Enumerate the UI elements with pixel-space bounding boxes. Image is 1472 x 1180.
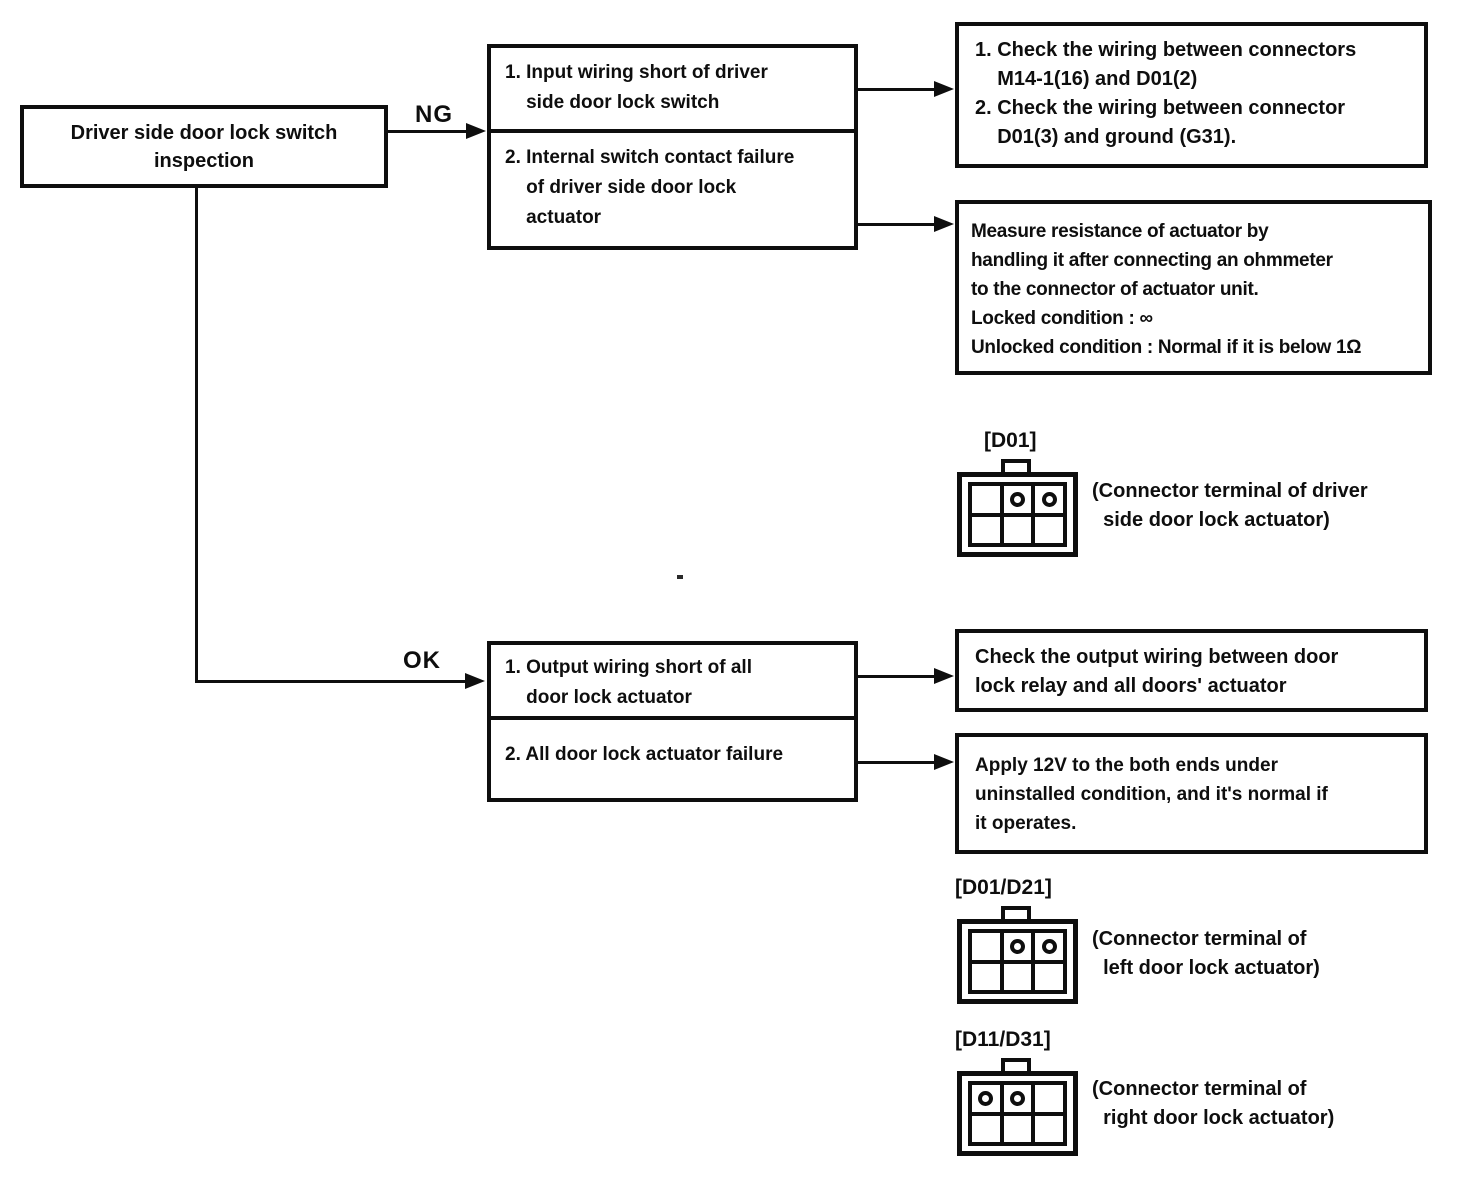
ng-causes-box: 1. Input wiring short of driver side doo…: [487, 44, 858, 250]
terminal-pin-icon: [978, 1090, 994, 1106]
connector-cell: [1033, 484, 1065, 515]
connector-body: [957, 1071, 1078, 1156]
connector-cell: [1001, 1113, 1034, 1144]
terminal-pin-icon: [1009, 1090, 1025, 1106]
connector-cell: [1033, 961, 1065, 992]
start-box-text: Driver side door lock switch inspection: [70, 121, 338, 172]
ok-action2-arrow-head-icon: [934, 754, 954, 770]
ng-arrow-line: [388, 130, 468, 133]
ok-action-box-1-text: Check the output wiring between door loc…: [975, 646, 1339, 697]
connector-cell: [970, 961, 1002, 992]
ng-action-box-2: Measure resistance of actuator by handli…: [955, 200, 1432, 375]
ng-action1-arrow-head-icon: [934, 81, 954, 97]
connector-d01-caption: (Connector terminal of driver side door …: [1092, 480, 1368, 531]
ng-action2-arrow-head-icon: [934, 216, 954, 232]
ok-cause-2: 2. All door lock actuator failure: [491, 720, 854, 770]
connector-tab: [1001, 459, 1031, 472]
connector-grid: [968, 482, 1067, 547]
connector-cell: [970, 1083, 1002, 1114]
ng-cause-2: 2. Internal switch contact failure of dr…: [491, 133, 854, 233]
connector-cell: [970, 931, 1002, 962]
connector-cell: [1001, 514, 1034, 545]
ok-branch-label: OK: [403, 647, 441, 674]
connector-d11-d31-drawing-icon: [957, 1058, 1078, 1156]
ok-arrow-line: [195, 680, 467, 683]
ng-action1-arrow-line: [858, 88, 936, 91]
connector-tab: [1001, 1058, 1031, 1071]
connector-d01-d21-label: [D01/D21]: [955, 876, 1052, 899]
ok-action2-arrow-line: [858, 761, 936, 764]
connector-grid: [968, 1081, 1067, 1146]
connector-cell: [1001, 1083, 1034, 1114]
connector-cell: [970, 484, 1002, 515]
connector-cell: [1033, 931, 1065, 962]
ok-cause-1: 1. Output wiring short of all door lock …: [491, 645, 854, 720]
ok-cause-2-text: 2. All door lock actuator failure: [505, 744, 784, 765]
connector-cell: [970, 1113, 1002, 1144]
ok-causes-box: 1. Output wiring short of all door lock …: [487, 641, 858, 802]
connector-cell: [1001, 961, 1034, 992]
scan-speck: [677, 575, 683, 579]
ok-action-box-2-text: Apply 12V to the both ends under uninsta…: [975, 755, 1328, 834]
connector-cell: [970, 514, 1002, 545]
ng-cause-1-text: 1. Input wiring short of driver side doo…: [505, 62, 768, 113]
connector-cell: [1033, 514, 1065, 545]
ng-arrow-head-icon: [466, 123, 486, 139]
connector-d01-d21-caption: (Connector terminal of left door lock ac…: [1092, 928, 1320, 979]
connector-d01-drawing-icon: [957, 459, 1078, 557]
ok-action1-arrow-line: [858, 675, 936, 678]
ng-action-box-1-text: 1. Check the wiring between connectors M…: [975, 39, 1357, 148]
terminal-pin-icon: [1041, 938, 1057, 954]
ng-cause-1: 1. Input wiring short of driver side doo…: [491, 48, 854, 133]
ng-action2-arrow-line: [858, 223, 936, 226]
connector-cell: [1033, 1113, 1065, 1144]
connector-d11-d31-caption: (Connector terminal of right door lock a…: [1092, 1078, 1335, 1129]
connector-grid: [968, 929, 1067, 994]
connector-cell: [1001, 484, 1034, 515]
ng-cause-2-text: 2. Internal switch contact failure of dr…: [505, 147, 795, 228]
connector-d11-d31-label: [D11/D31]: [955, 1028, 1051, 1051]
terminal-pin-icon: [1041, 491, 1057, 507]
ok-action-box-2: Apply 12V to the both ends under uninsta…: [955, 733, 1428, 854]
ok-action1-arrow-head-icon: [934, 668, 954, 684]
connector-cell: [1001, 931, 1034, 962]
connector-body: [957, 472, 1078, 557]
connector-cell: [1033, 1083, 1065, 1114]
connector-d01-label: [D01]: [984, 429, 1037, 452]
connector-body: [957, 919, 1078, 1004]
start-box: Driver side door lock switch inspection: [20, 105, 388, 188]
terminal-pin-icon: [1009, 938, 1025, 954]
ok-action-box-1: Check the output wiring between door loc…: [955, 629, 1428, 712]
ng-action-box-1: 1. Check the wiring between connectors M…: [955, 22, 1428, 168]
terminal-pin-icon: [1009, 491, 1025, 507]
ok-branch-vline: [195, 187, 198, 683]
ng-action-box-2-text: Measure resistance of actuator by handli…: [971, 221, 1362, 358]
ng-branch-label: NG: [415, 101, 453, 128]
connector-tab: [1001, 906, 1031, 919]
connector-d01-d21-drawing-icon: [957, 906, 1078, 1004]
ok-cause-1-text: 1. Output wiring short of all door lock …: [505, 657, 752, 708]
ok-arrow-head-icon: [465, 673, 485, 689]
